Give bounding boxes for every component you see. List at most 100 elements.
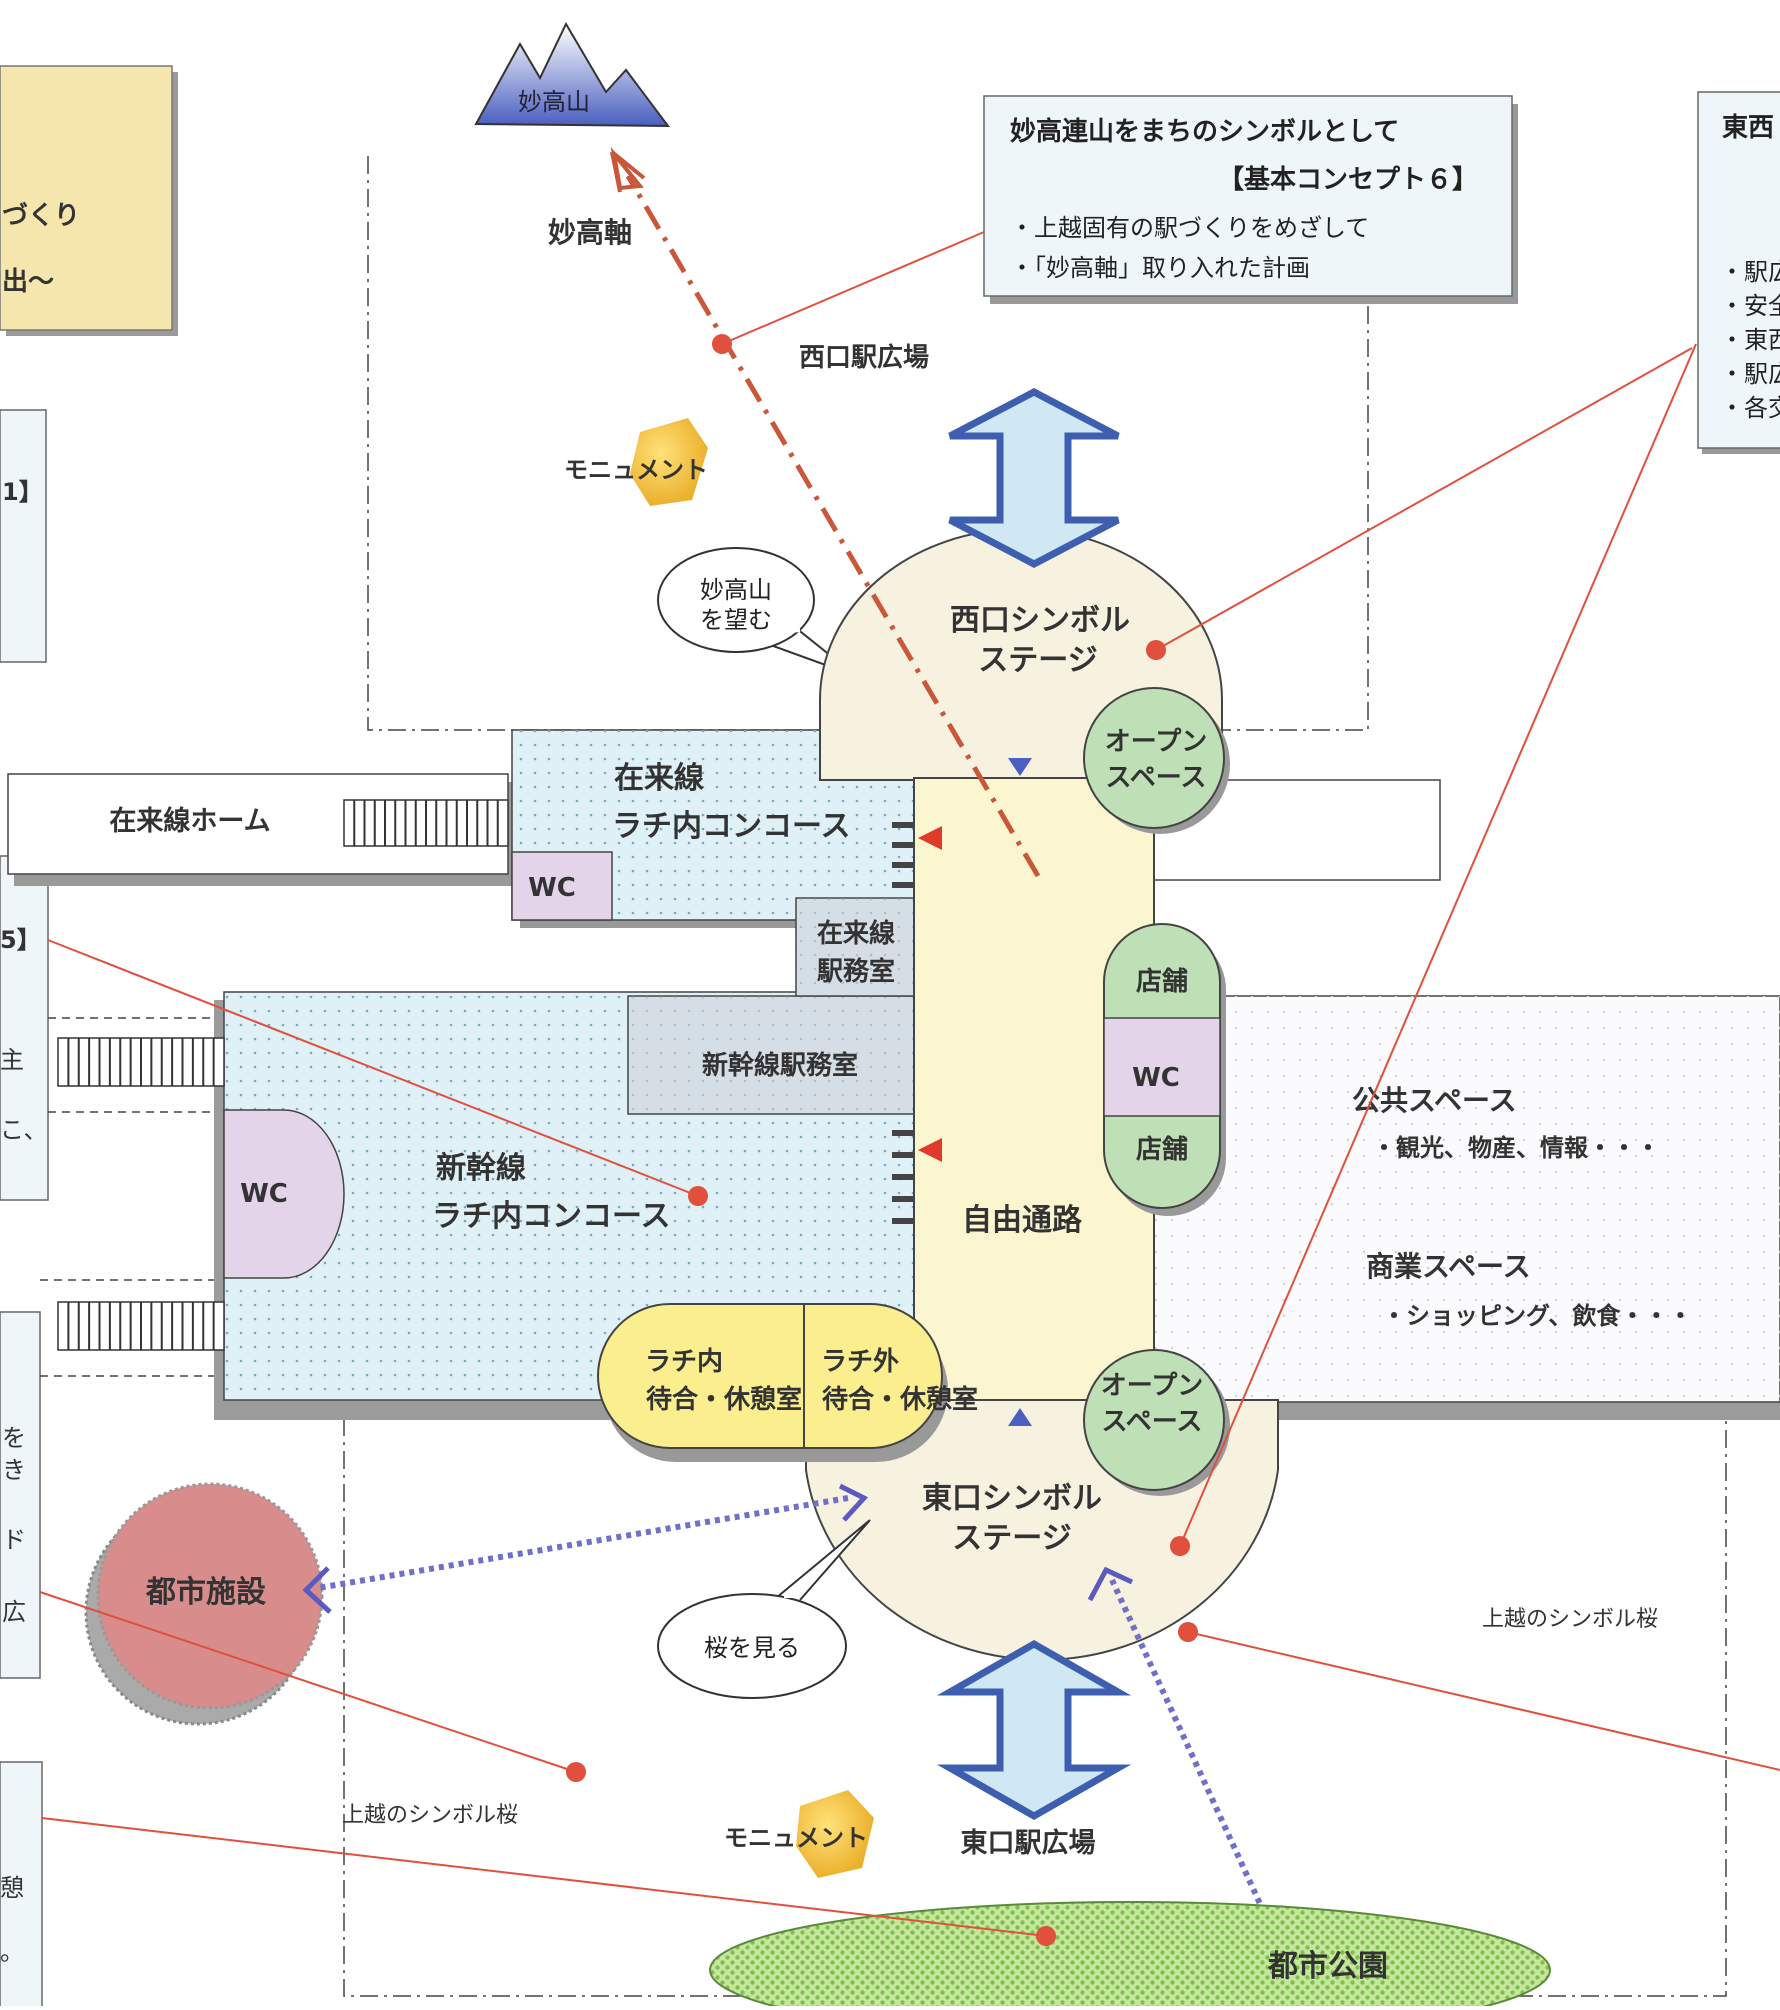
left-box-3-line-3: こ、 [0, 1116, 48, 1144]
left-box-4: を き ド 広 [0, 1311, 41, 1679]
open-space-top-line-2: スペース [1106, 763, 1207, 793]
west-stage-line-1: 西口シンボル [950, 603, 1130, 638]
free-passage-label: 自由通路 [962, 1203, 1083, 1238]
symbol-sakura-west-label: 上越のシンボル桜 [342, 1803, 518, 1828]
open-space-bottom: オープン スペース [1083, 1349, 1230, 1496]
concept-bullet-2: ・「妙高軸」取り入れた計画 [1010, 254, 1310, 282]
monument-east-label: モニュメント [724, 1824, 868, 1852]
shop-bottom-label: 店舗 [1136, 1135, 1188, 1165]
east-plaza-label: 東口駅広場 [961, 1827, 1096, 1859]
city-park-label: 都市公園 [1267, 1949, 1388, 1984]
sakura-view-label: 桜を見る [704, 1634, 800, 1662]
east-stage-line-1: 東口シンボル [922, 1481, 1102, 1516]
waiting-rooms: ラチ内 待合・休憩室 ラチ外 待合・休憩室 [597, 1303, 978, 1462]
left-box-3-line-1: 5】 [0, 926, 41, 954]
public-commercial-area [1149, 995, 1780, 1403]
right-box-title: 東西 [1722, 113, 1774, 143]
left-box-3-line-2: 主 [0, 1046, 24, 1074]
mountain-label: 妙高山 [518, 88, 590, 116]
commercial-space-label: 商業スペース [1366, 1250, 1531, 1283]
wc-center-label: WC [1132, 1063, 1180, 1093]
myoko-view-bubble: 妙高山 を望む [657, 547, 857, 677]
shinkansen-stairs-upper-icon [57, 1037, 225, 1087]
wc-zairai-label: WC [528, 873, 576, 903]
wc-zairai: WC [511, 851, 613, 921]
open-space-bottom-line-2: スペース [1102, 1407, 1203, 1437]
sakura-view-bubble: 桜を見る [657, 1519, 871, 1699]
right-box-bullet-2: ・安全 [1720, 292, 1780, 320]
left-box-top-line-2: 出〜 [2, 267, 54, 297]
left-box-3: 5】 主 こ、 [0, 855, 49, 1201]
shinkansen-office-label: 新幹線駅務室 [702, 1050, 858, 1081]
west-stage-line-2: ステージ [978, 643, 1097, 678]
commercial-space-detail: ・ショッピング、飲食・・・ [1382, 1302, 1692, 1330]
wc-shinkansen-label: WC [240, 1179, 288, 1209]
wc-shinkansen: WC [223, 1109, 345, 1279]
east-stage-line-2: ステージ [952, 1521, 1071, 1556]
shops-wc-capsule: 店舗 WC 店舗 [1103, 923, 1226, 1216]
public-space-detail: ・観光、物産、情報・・・ [1372, 1134, 1660, 1162]
left-box-4-line-1: を [2, 1424, 26, 1452]
west-double-arrow-icon [948, 388, 1120, 568]
city-facility: 都市施設 [84, 1482, 324, 1726]
open-space-top: オープン スペース [1083, 687, 1230, 834]
monument-west-label: モニュメント [564, 456, 708, 484]
waiting-outside-line-1: ラチ外 [821, 1347, 899, 1377]
gate-arrow-zairai-icon [918, 826, 942, 850]
city-park: 都市公園 [709, 1901, 1551, 2010]
leader-lines [39, 231, 1780, 1937]
right-box-bullet-5: ・各交 [1720, 394, 1780, 422]
leader-dots [566, 334, 1198, 1946]
left-box-top: づくり 出〜 [0, 65, 178, 336]
waiting-inside-line-2: 待合・休憩室 [646, 1384, 802, 1415]
dotted-arrow-city-facility [302, 1483, 869, 1614]
zairai-home-label: 在来線ホーム [109, 805, 270, 837]
left-box-4-line-3: ド [2, 1526, 26, 1554]
open-space-bottom-line-1: オープン [1101, 1371, 1203, 1401]
myoko-axis-line [610, 146, 1041, 878]
shinkansen-concourse-line-1: 新幹線 [436, 1151, 526, 1186]
concept-title: 妙高連山をまちのシンボルとして [1010, 116, 1399, 147]
entrance-marker-east-icon [1008, 1408, 1032, 1426]
zairai-concourse-line-2: ラチ内コンコース [612, 809, 851, 844]
city-facility-label: 都市施設 [145, 1575, 266, 1610]
axis-label: 妙高軸 [548, 216, 632, 249]
gate-arrow-shinkansen-icon [918, 1138, 942, 1162]
left-box-4-line-2: き [2, 1456, 26, 1484]
right-box: 東西 ・駅広 ・安全 ・東西 ・駅広 ・各交 [1697, 91, 1780, 454]
waiting-inside-line-1: ラチ内 [645, 1347, 723, 1377]
right-box-bullet-4: ・駅広 [1720, 360, 1780, 388]
right-box-bullet-1: ・駅広 [1720, 258, 1780, 286]
left-box-2-line: 1】 [2, 478, 43, 506]
left-box-5-line-1: 憩 [0, 1874, 24, 1902]
mountain-icon: 妙高山 [474, 21, 671, 128]
myoko-view-line-2: を望む [700, 606, 772, 634]
left-box-2: 1】 [0, 409, 47, 663]
shinkansen-office: 新幹線駅務室 [627, 995, 963, 1115]
shinkansen-gate-icon [892, 1130, 914, 1224]
zairai-gate-icon [892, 822, 914, 888]
shinkansen-concourse-line-2: ラチ内コンコース [432, 1199, 671, 1234]
zairai-concourse: 在来線 ラチ内コンコース [511, 729, 922, 928]
symbol-sakura-east-label: 上越のシンボル桜 [1482, 1607, 1658, 1632]
left-box-4-line-4: 広 [2, 1598, 26, 1626]
east-double-arrow-icon [936, 1639, 1132, 1821]
right-box-bullet-3: ・東西 [1720, 326, 1780, 354]
shinkansen-stairs-lower-icon [57, 1301, 225, 1351]
monument-east-icon [796, 1790, 874, 1878]
concept-box: 妙高連山をまちのシンボルとして 【基本コンセプト６】 ・上越固有の駅づくりをめざ… [983, 95, 1518, 304]
shop-top-label: 店舗 [1136, 967, 1188, 997]
zairai-stairs-icon [343, 799, 509, 847]
left-box-5: 憩 。 [0, 1761, 43, 2010]
concept-bullet-1: ・上越固有の駅づくりをめざして [1010, 214, 1369, 242]
west-plaza-label: 西口駅広場 [799, 342, 929, 373]
zairai-office-line-2: 駅務室 [817, 956, 895, 987]
concept-subtitle: 【基本コンセプト６】 [1218, 165, 1478, 195]
public-space-label: 公共スペース [1352, 1084, 1517, 1117]
left-box-top-line-1: づくり [2, 201, 80, 231]
waiting-outside-line-2: 待合・休憩室 [822, 1384, 978, 1415]
monument-west-icon [630, 418, 708, 506]
entrance-marker-west-icon [1008, 758, 1032, 776]
open-space-top-line-1: オープン [1105, 727, 1207, 757]
